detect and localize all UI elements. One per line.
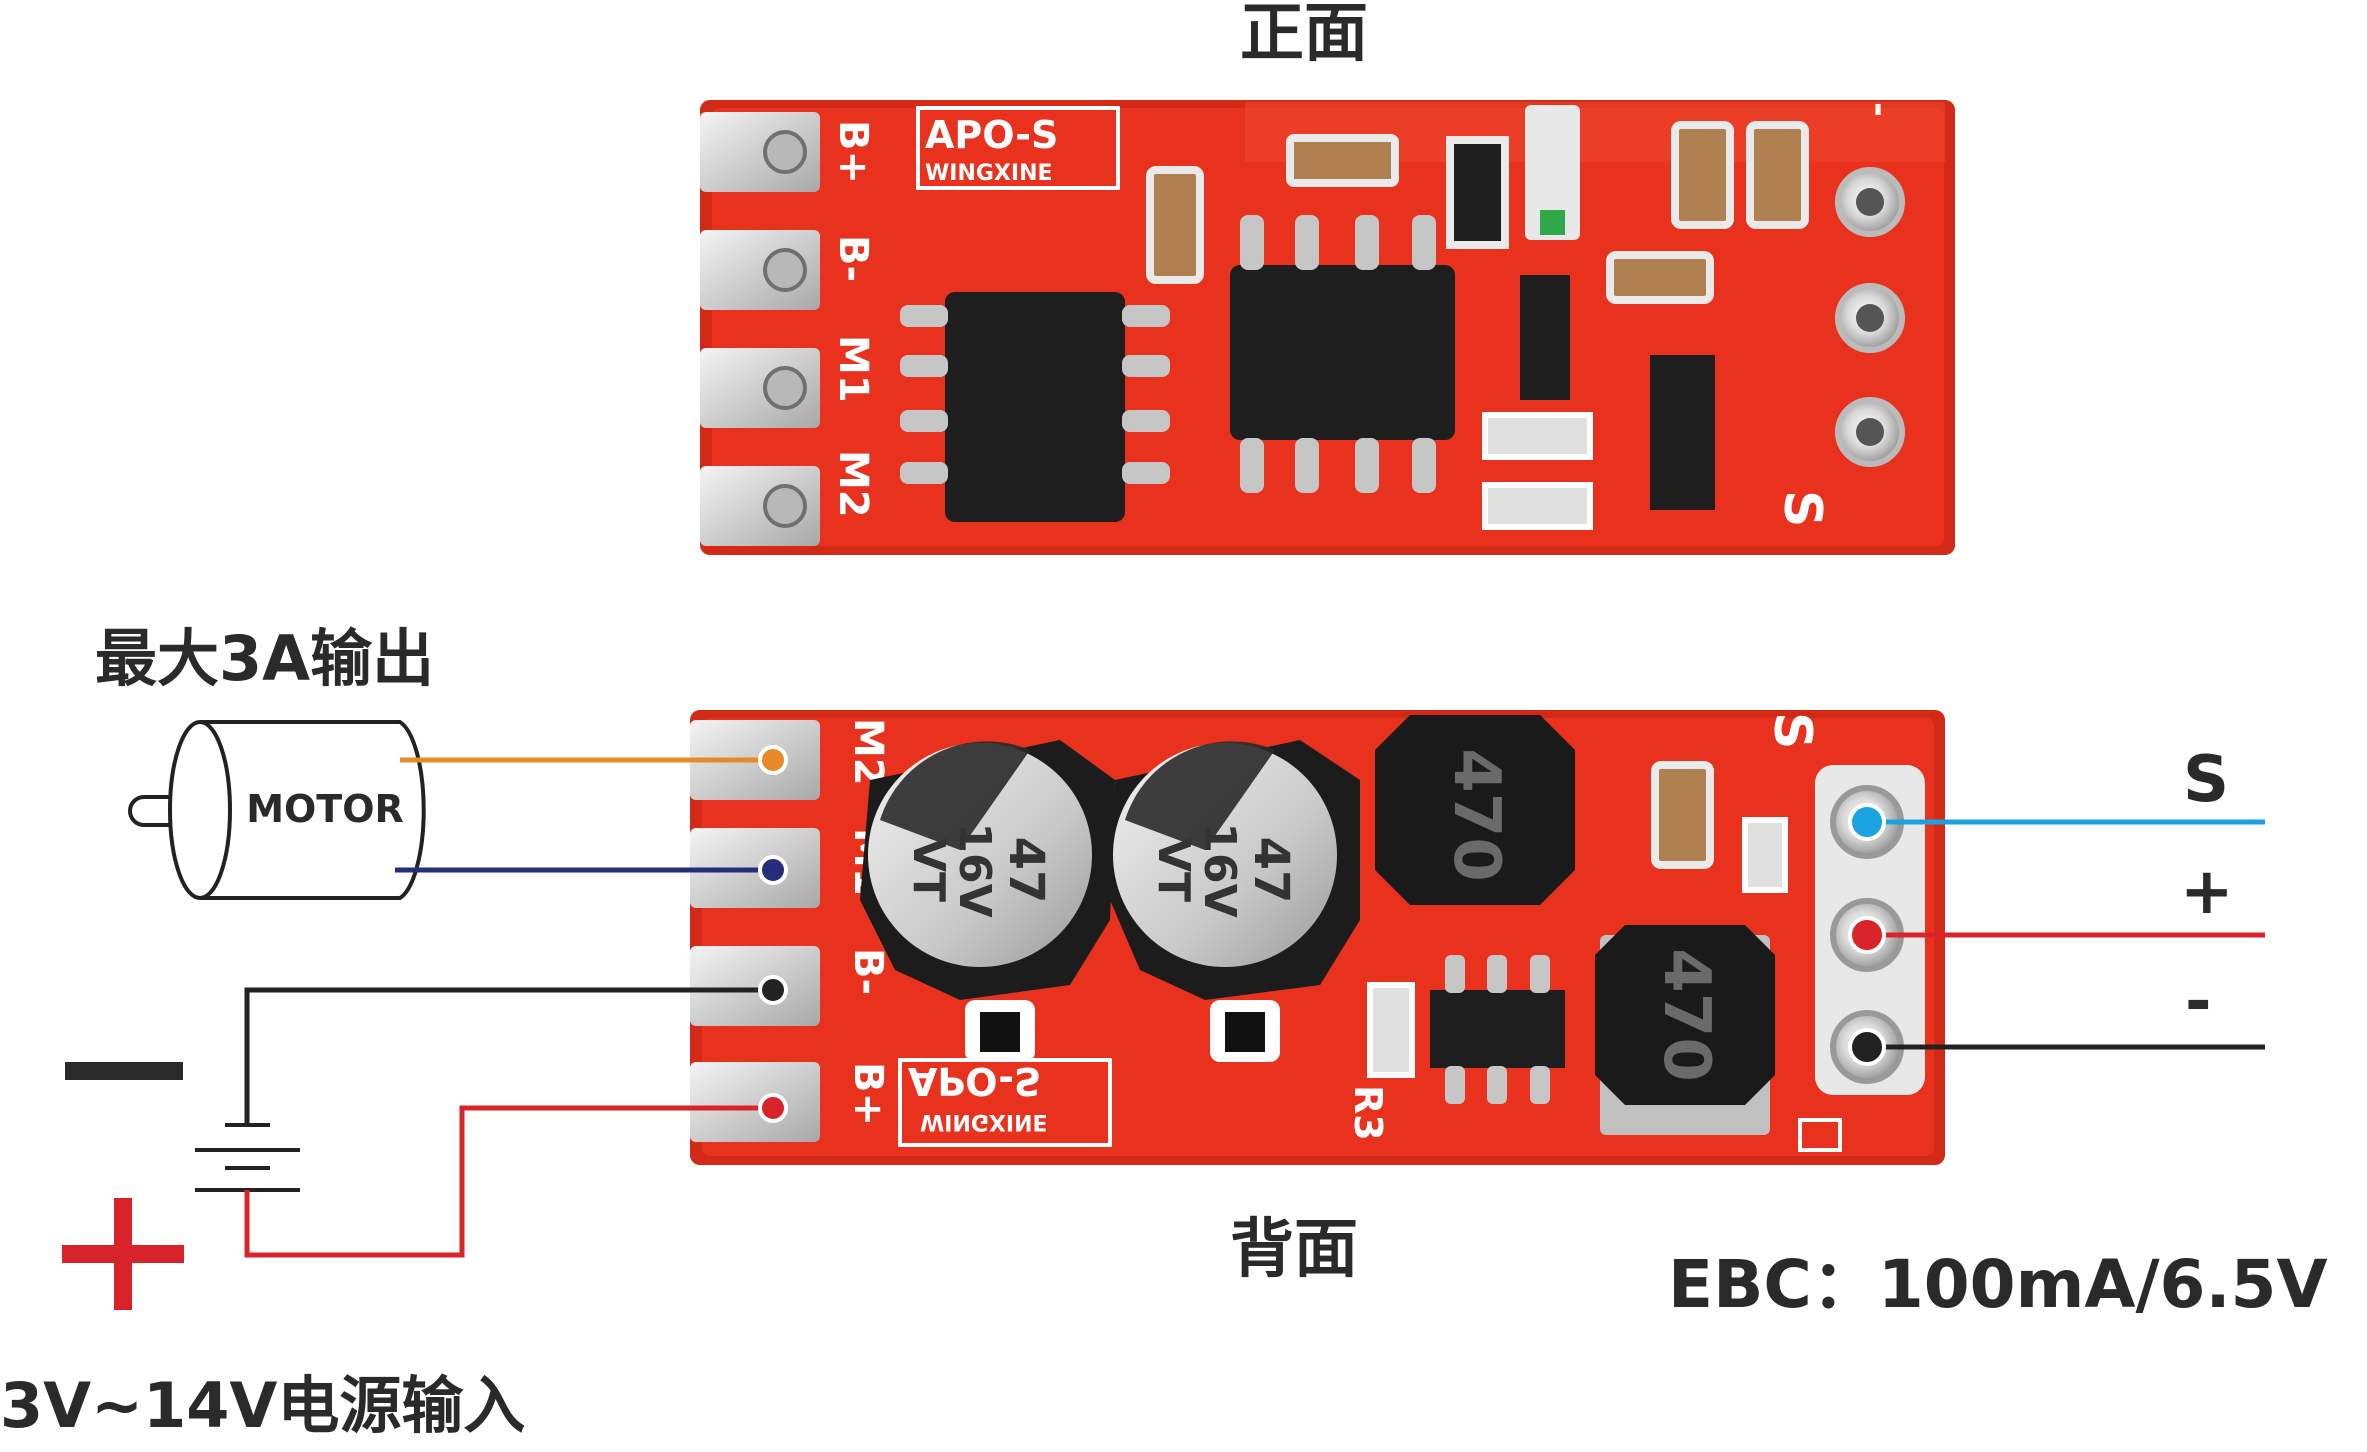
signal-minus-label: - — [2185, 965, 2212, 1039]
inductor-value: 470 — [1439, 748, 1513, 882]
front-label: 正面 — [1240, 0, 1368, 71]
max-output-label: 最大3A输出 — [95, 622, 435, 695]
front-logo: APO-S WINGXINE — [916, 106, 1120, 190]
motor-label: MOTOR — [246, 787, 404, 831]
ref-r3: R3 — [1346, 1085, 1390, 1141]
battery-plus-mark — [62, 1198, 184, 1310]
back-solder-pads — [690, 720, 820, 1142]
inductor-top: 470 — [1375, 715, 1575, 905]
back-board: M2 M1 B- B+ APO-S WINGXINE 47 16V VT — [690, 710, 1945, 1165]
front-pin-minus: - — [1859, 102, 1900, 117]
front-pad-label: B- — [830, 235, 876, 282]
battery-symbol — [195, 1123, 300, 1192]
capacitor-voltage: 16V — [1194, 822, 1245, 917]
wires — [244, 757, 2265, 1258]
front-logo-text: APO-S — [925, 113, 1058, 157]
front-board: B+ B- M1 M2 APO-S WINGXINE — [700, 100, 1955, 555]
front-ic-right — [1230, 215, 1455, 493]
signal-plus-label: + — [2180, 855, 2234, 929]
capacitor-series: VT — [903, 838, 954, 902]
front-header-holes — [1835, 167, 1905, 467]
back-label: 背面 — [1230, 1213, 1358, 1287]
capacitor-value: 47 — [998, 837, 1054, 904]
capacitor-right: 47 16V VT — [1110, 740, 1360, 1062]
back-smd-parts — [1367, 761, 1842, 1152]
battery-minus-mark — [65, 1062, 183, 1080]
back-pad-label: B+ — [845, 1062, 891, 1126]
capacitor-voltage: 16V — [949, 822, 1000, 917]
wire-red — [244, 1105, 770, 1258]
wire-black — [244, 987, 770, 1125]
front-maker-text: WINGXINE — [925, 161, 1053, 186]
capacitor-left: 47 16V VT — [860, 740, 1115, 1062]
wire-end-dots — [758, 745, 1886, 1123]
signal-s-label: S — [2183, 743, 2230, 817]
back-pad-label: M2 — [845, 718, 891, 786]
capacitor-value: 47 — [1243, 837, 1299, 904]
back-logo-text: APO-S — [908, 1059, 1041, 1103]
inductor-bottom: 470 — [1595, 925, 1775, 1135]
capacitor-series: VT — [1148, 838, 1199, 902]
front-pad-label: B+ — [830, 120, 876, 184]
front-smd-parts — [1146, 105, 1809, 530]
front-pin-s: S — [1772, 490, 1832, 527]
front-ic-left — [900, 292, 1170, 522]
power-input-label: 3V~14V电源输入 — [0, 1369, 526, 1442]
back-pad-label: B- — [845, 948, 891, 995]
back-ic — [1430, 955, 1565, 1104]
ref-s: S — [1762, 712, 1822, 749]
motor-illustration: MOTOR — [128, 720, 426, 900]
front-pad-label: M1 — [830, 335, 876, 403]
inductor-value: 470 — [1649, 948, 1723, 1082]
front-pad-label: M2 — [830, 450, 876, 518]
front-pad-labels: B+ B- M1 M2 — [830, 120, 876, 518]
ebc-spec-label: EBC：100mA/6.5V — [1668, 1246, 2328, 1323]
front-solder-pads — [700, 112, 820, 546]
back-logo: APO-S WINGXINE — [898, 1058, 1112, 1147]
back-maker-text: WINGXINE — [920, 1109, 1048, 1134]
